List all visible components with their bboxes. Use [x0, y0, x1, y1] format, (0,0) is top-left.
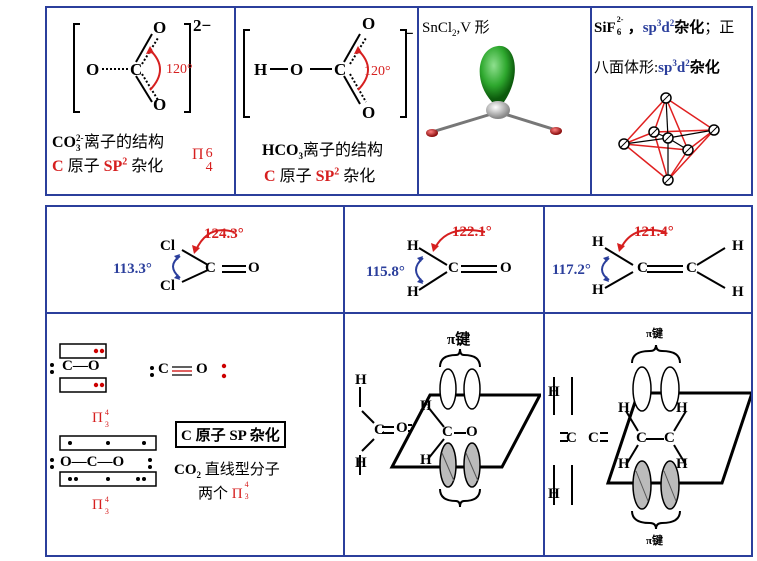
c2h4-angle-blue: 117.2° [552, 262, 591, 278]
hcho-pi-orbital [359, 348, 541, 508]
c2h4-h3: H [732, 238, 744, 254]
cocl2-cl2: Cl [160, 278, 175, 294]
divider [543, 205, 545, 557]
c2h4-c1: C [637, 260, 648, 276]
hco3-charge: − [404, 24, 414, 43]
cocl2-angle-red: 124.3° [204, 226, 244, 242]
c2h4-pi-label-bottom: π键 [646, 535, 664, 547]
co3-c: C [130, 60, 143, 79]
cocl2-angle-blue: 113.3° [113, 261, 152, 277]
divider [45, 312, 753, 314]
cocl2-c: C [205, 260, 216, 276]
hcho-o: O [500, 260, 512, 276]
hco3-o-left: O [290, 60, 304, 79]
hcho-structure [415, 229, 497, 291]
c2h4-pi-h5: H [676, 400, 688, 416]
hcho-pi-c: C [374, 422, 385, 438]
bottom-panel [45, 205, 753, 557]
hco3-caption: HCO3离子的结构 [262, 142, 383, 162]
hcho-pi-h3: H [420, 398, 432, 414]
co2-oco: O—C—O [60, 454, 125, 470]
c2h4-pi-h1: H [548, 384, 560, 400]
co2-box-label: C 原子 SP 杂化 [175, 421, 286, 448]
hcho-pi-h4: H [420, 452, 432, 468]
co2-right-c: C [158, 361, 169, 377]
c2h4-pi-c3: C [636, 430, 647, 446]
c2h4-pi-orbital [553, 344, 751, 530]
divider [234, 6, 236, 196]
co2-lewis [50, 343, 227, 487]
hcho-pi-h2: H [355, 455, 367, 471]
sncl2-model [426, 45, 562, 137]
cocl2-o: O [248, 260, 260, 276]
c2h4-pi-c4: C [664, 430, 675, 446]
co3-charge: 2− [193, 16, 212, 35]
co3-angle: 120° [166, 62, 193, 77]
c2h4-pi-h6: H [676, 456, 688, 472]
hcho-angle-blue: 115.8° [366, 264, 405, 280]
c2h4-pi-c2: C [588, 430, 599, 446]
hco3-angle: 120° [364, 64, 391, 79]
cocl2-structure [172, 229, 246, 283]
hcho-pi-c2: C [442, 424, 453, 440]
top-panel [45, 6, 753, 196]
co3-hybrid: C 原子 SP2 杂化 [52, 156, 164, 175]
c2h4-h4: H [732, 284, 744, 300]
c2h4-pi-h3: H [618, 400, 630, 416]
hco3-c: C [334, 60, 347, 79]
co3-o-top: O [153, 18, 167, 37]
co2-co: C—O [62, 358, 100, 374]
divider [343, 205, 345, 557]
hcho-h1: H [407, 238, 419, 254]
co2-line-label: CO2 直线型分子 [174, 462, 280, 480]
hco3-o-top: O [362, 14, 376, 33]
hco3-hybrid: C 原子 SP2 杂化 [264, 166, 376, 185]
divider [590, 6, 592, 196]
hco3-h: H [254, 60, 268, 79]
sif6-line2: 八面体形:sp3d2杂化 [594, 58, 720, 76]
hcho-c: C [448, 260, 459, 276]
co3-o-left: O [86, 60, 100, 79]
co3-o-bottom: O [153, 95, 167, 114]
hcho-pi-label: π键 [447, 332, 471, 348]
c2h4-pi-h4: H [618, 456, 630, 472]
c2h4-pi-c1: C [566, 430, 577, 446]
cocl2-cl1: Cl [160, 238, 175, 254]
hco3-o-bottom: O [362, 103, 376, 122]
hcho-pi-o2: O [466, 424, 478, 440]
c2h4-angle-red: 121.4° [634, 224, 674, 240]
hcho-pi-h1: H [355, 372, 367, 388]
sncl2-label: SnCl2,V 形 [422, 20, 490, 38]
c2h4-structure [601, 229, 726, 289]
hcho-h2: H [407, 284, 419, 300]
co2-right-o: O [196, 361, 208, 377]
divider [417, 6, 419, 196]
c2h4-pi-h2: H [548, 486, 560, 502]
c2h4-h2: H [592, 282, 604, 298]
hcho-pi-o: O [396, 420, 408, 436]
hcho-angle-red: 122.1° [452, 224, 492, 240]
c2h4-h1: H [592, 234, 604, 250]
hco3-structure [243, 29, 407, 118]
co3-structure [73, 23, 191, 113]
c2h4-pi-label-top: π键 [646, 328, 664, 340]
c2h4-c2: C [686, 260, 697, 276]
sif6-octahedron [618, 92, 720, 186]
